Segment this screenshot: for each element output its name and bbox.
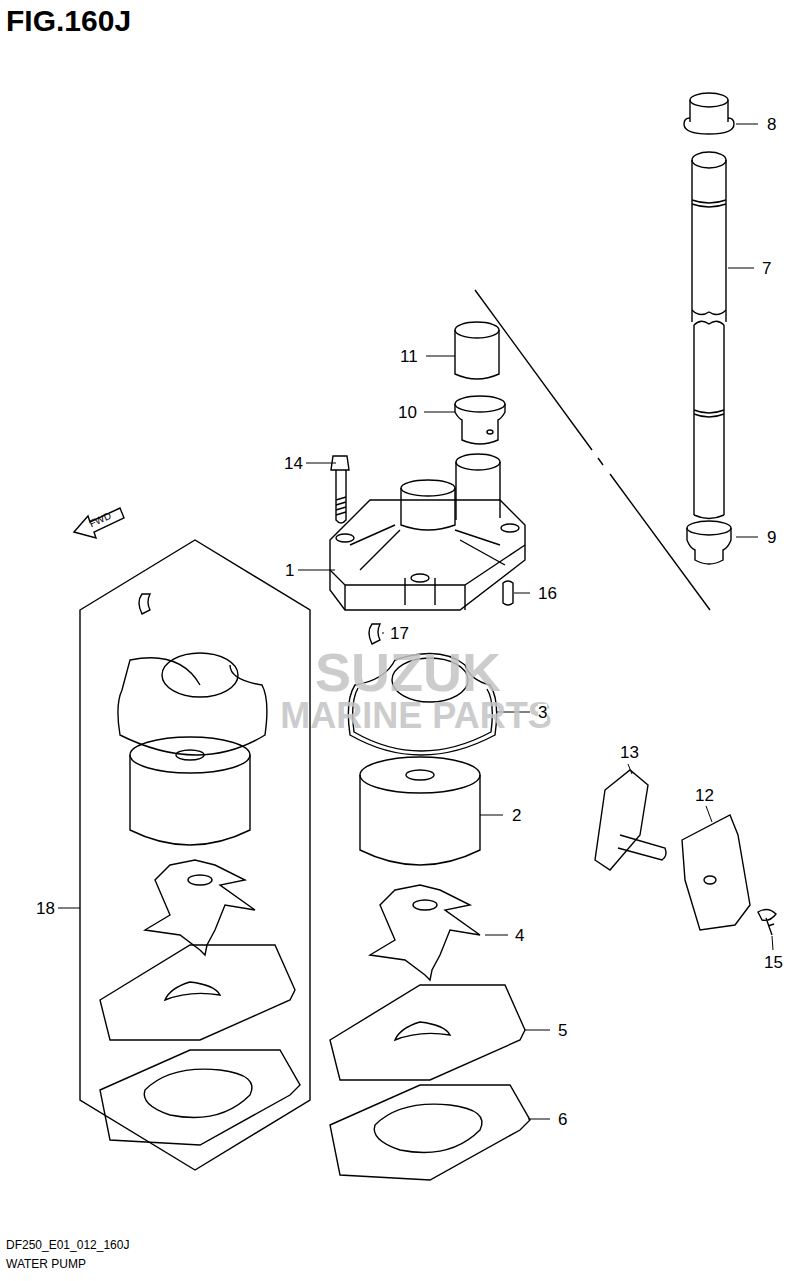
sleeve-part [455,322,499,379]
grommet-part [687,521,731,564]
figure-title: FIG.160J [6,6,131,36]
liner-part [130,737,480,865]
watermark: MARINE PARTS [280,698,551,734]
pump-gasket [100,1050,530,1180]
key-part [369,624,380,644]
leader-lines [58,124,773,1119]
callout-number: 12 [695,787,714,804]
callout-number: 7 [762,260,771,277]
callout-number: 4 [515,927,524,944]
insert-part [455,396,505,444]
callout-number: 16 [538,585,557,602]
callout-number: 18 [36,900,55,917]
callout-number: 17 [390,625,409,642]
pump-housing [330,454,525,610]
callout-number: 15 [764,954,783,971]
callout-number: 11 [400,348,418,365]
kit-bracket [80,540,310,1170]
callout-number: 5 [558,1022,567,1039]
callout-number: 9 [767,529,776,546]
pin-part [503,581,513,605]
fwd-arrow [74,508,124,538]
callout-number: 14 [284,455,303,472]
callout-number: 13 [620,744,639,761]
bolt-part [331,456,349,523]
tube-part [692,152,726,519]
watermark: SUZUK [315,645,501,699]
group-line [475,290,710,610]
key-part [139,594,150,614]
callout-number: 2 [512,807,521,824]
figure-caption: WATER PUMP [6,1258,86,1270]
callout-number: 1 [285,562,294,579]
callout-number: 10 [398,404,417,421]
cap-part [684,93,734,134]
wear-plate [100,945,525,1080]
direction-label: FWD [88,511,113,530]
drawing-code: DF250_E01_012_160J [6,1239,129,1251]
callout-number: 8 [767,116,776,133]
callout-number: 6 [558,1111,567,1128]
grille-parts [595,770,776,935]
impeller-part [145,860,480,980]
callout-number: 3 [538,704,547,721]
